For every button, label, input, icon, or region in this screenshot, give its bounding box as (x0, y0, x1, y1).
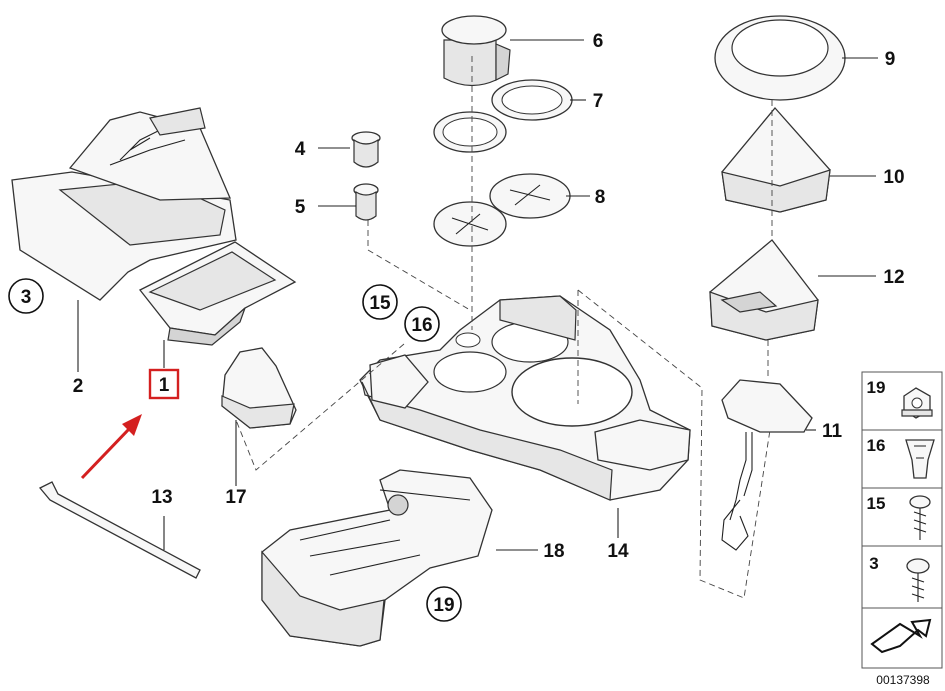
part-2-side-panel (11, 107, 237, 301)
part-12-lower-cone (709, 239, 819, 341)
part-5-clip (353, 183, 379, 221)
part-11-switch-harness (721, 379, 813, 551)
legend-3: 3 (869, 554, 878, 573)
callout-7: 7 (593, 91, 604, 112)
callout-19: 19 (433, 595, 454, 616)
reference-number: 00137398 (876, 673, 930, 687)
assembly-dashed-lines (235, 56, 773, 599)
callout-15: 15 (369, 293, 391, 314)
highlight-arrow (80, 414, 142, 480)
part-4-plug (351, 131, 381, 168)
screw-icon-15 (909, 495, 931, 540)
part-13-cable-tie (38, 481, 201, 579)
part-18-storage-tray (261, 469, 493, 647)
fastener-legend: 19 16 15 3 (861, 371, 943, 669)
callout-10: 10 (883, 167, 904, 188)
leader-lines (77, 39, 878, 551)
callout-3: 3 (21, 287, 32, 308)
part-17-side-cap (221, 347, 297, 429)
legend-16: 16 (867, 436, 886, 455)
part-8-base-inserts (433, 173, 571, 247)
screw-icon-3 (906, 558, 930, 602)
part-10-boot-cone (721, 107, 831, 213)
callout-6: 6 (593, 31, 604, 52)
callout-12: 12 (883, 267, 904, 288)
callout-4: 4 (295, 139, 306, 160)
callout-9: 9 (885, 49, 896, 70)
callout-2: 2 (73, 376, 84, 397)
part-1-tray-insert (138, 241, 297, 346)
callout-14: 14 (607, 541, 629, 562)
callout-17: 17 (225, 487, 246, 508)
nut-icon (901, 387, 933, 419)
callout-8: 8 (595, 187, 606, 208)
callout-5: 5 (295, 197, 306, 218)
legend-19: 19 (867, 378, 886, 397)
callout-1-highlight-box (148, 368, 180, 400)
callout-18: 18 (543, 541, 564, 562)
callout-13: 13 (151, 487, 172, 508)
part-7-trim-rings (433, 79, 573, 153)
legend-15: 15 (867, 494, 886, 513)
arrow-symbol-icon (870, 618, 932, 654)
part-14-center-console (359, 295, 691, 501)
part-9-boot-ring (714, 15, 846, 101)
callout-11: 11 (822, 421, 843, 442)
part-6-cup-insert (441, 15, 511, 87)
expansion-clip-icon (905, 439, 935, 479)
callout-labels: 3 2 1 13 17 4 5 15 16 6 7 8 9 10 12 11 1… (8, 31, 905, 622)
callout-1: 1 (159, 375, 170, 396)
callout-16: 16 (411, 315, 432, 336)
